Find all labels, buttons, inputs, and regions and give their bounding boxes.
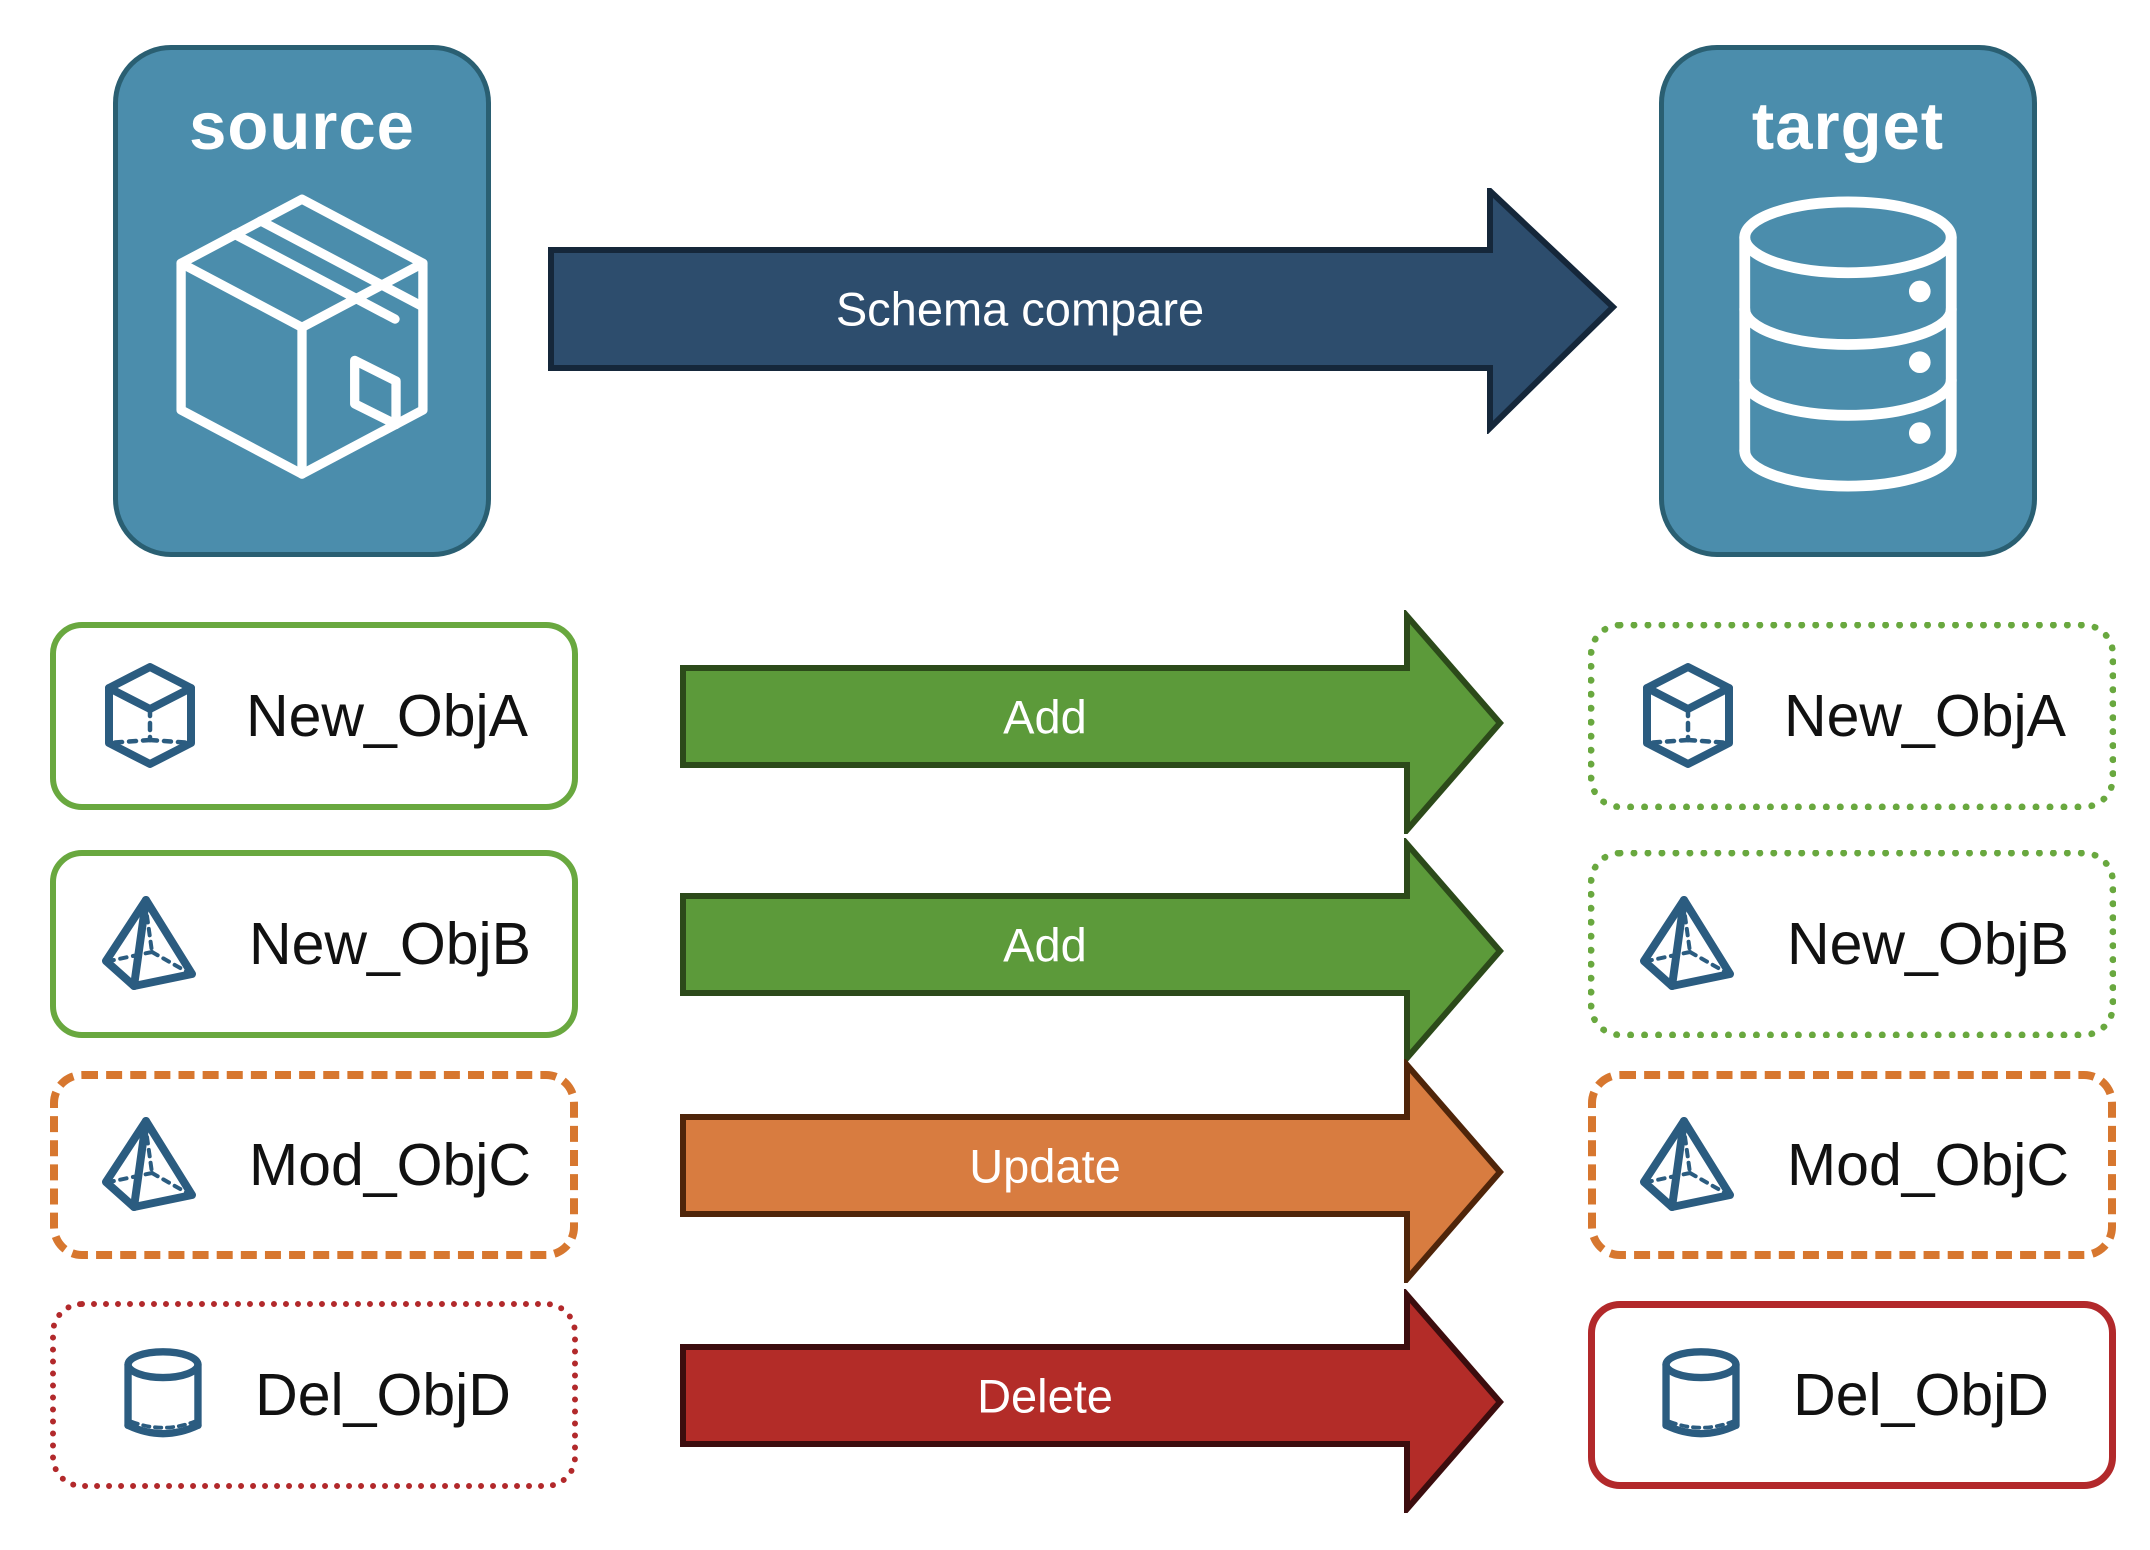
cylinder-icon — [1655, 1340, 1747, 1450]
target-object-card: New_ObjA — [1588, 622, 2116, 810]
cylinder-icon — [117, 1340, 209, 1450]
delete-arrow: Delete — [680, 1289, 1504, 1513]
schema-compare-arrow: Schema compare — [548, 188, 1618, 434]
target-object-card: New_ObjB — [1588, 850, 2116, 1038]
compare-row-mod-objc: Mod_ObjC Update — [0, 1059, 2150, 1283]
pyramid-icon — [97, 1115, 203, 1215]
source-object-card: Mod_ObjC — [50, 1071, 578, 1259]
add-arrow: Add — [680, 838, 1504, 1062]
object-name: New_ObjB — [248, 911, 531, 977]
source-node-title: source — [189, 89, 415, 164]
cube-icon — [1638, 661, 1738, 771]
object-name: Del_ObjD — [1793, 1362, 2049, 1428]
compare-row-new-objb: New_ObjB Add — [0, 838, 2150, 1062]
source-object-card: New_ObjB — [50, 850, 578, 1038]
object-name: Mod_ObjC — [1786, 1132, 2069, 1198]
compare-row-new-obja: New_ObjA Add — [0, 610, 2150, 834]
compare-row-del-objd: Del_ObjD Delete — [0, 1289, 2150, 1513]
action-label: Update — [969, 1140, 1121, 1193]
action-label: Add — [1003, 691, 1087, 744]
action-label: Delete — [977, 1370, 1113, 1423]
target-node-title: target — [1751, 89, 1945, 164]
pyramid-icon — [1635, 1115, 1741, 1215]
database-icon — [1730, 193, 1966, 503]
object-name: New_ObjA — [1783, 683, 2066, 749]
update-arrow: Update — [680, 1059, 1504, 1283]
target-node: target — [1659, 45, 2037, 557]
schema-compare-label: Schema compare — [836, 283, 1204, 336]
pyramid-icon — [1635, 894, 1741, 994]
action-label: Add — [1003, 919, 1087, 972]
add-arrow: Add — [680, 610, 1504, 834]
object-name: Del_ObjD — [255, 1362, 511, 1428]
object-name: New_ObjB — [1786, 911, 2069, 977]
object-name: Mod_ObjC — [248, 1132, 531, 1198]
source-object-card: Del_ObjD — [50, 1301, 578, 1489]
source-object-card: New_ObjA — [50, 622, 578, 810]
cube-icon — [100, 661, 200, 771]
pyramid-icon — [97, 894, 203, 994]
object-name: New_ObjA — [245, 683, 528, 749]
package-box-icon — [162, 193, 442, 508]
source-node: source — [113, 45, 491, 557]
target-object-card: Del_ObjD — [1588, 1301, 2116, 1489]
target-object-card: Mod_ObjC — [1588, 1071, 2116, 1259]
